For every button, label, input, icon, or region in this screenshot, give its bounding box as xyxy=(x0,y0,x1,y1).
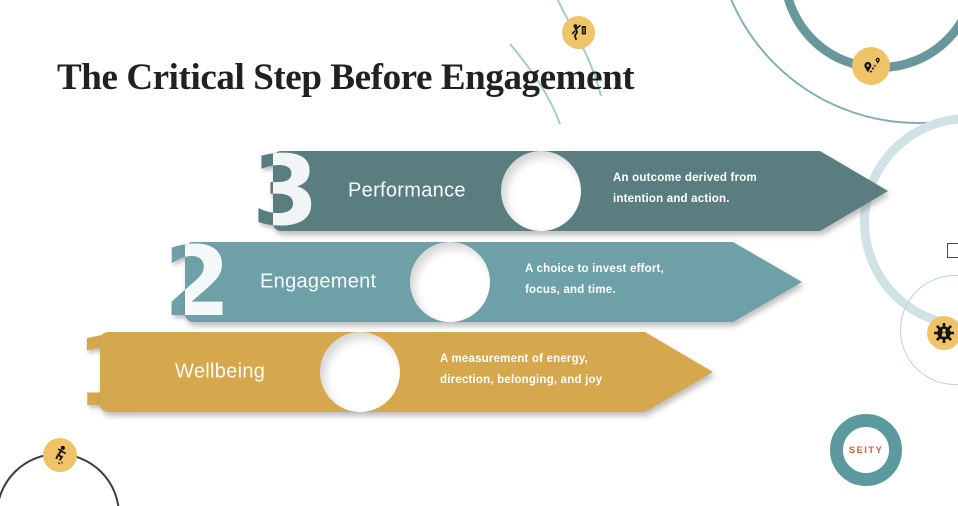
desc-line: direction, belonging, and joy xyxy=(440,374,603,386)
banner-engagement-label: Engagement xyxy=(260,270,377,293)
dart-player-icon xyxy=(562,16,595,49)
seity-logo: SEITY xyxy=(830,414,902,486)
desc-line: An outcome derived from xyxy=(613,172,757,184)
banner-performance-arrow xyxy=(820,151,888,231)
banner-engagement-desc: A choice to invest effort, focus, and ti… xyxy=(525,259,664,301)
banner-performance-circle xyxy=(501,151,581,231)
journey-route-icon xyxy=(852,47,890,85)
banner-wellbeing-label: Wellbeing xyxy=(175,360,266,383)
banner-wellbeing-desc: A measurement of energy, direction, belo… xyxy=(440,349,602,391)
step-number-3-overlay: 3 xyxy=(252,135,319,247)
seity-logo-text: SEITY xyxy=(848,444,884,456)
page-title: The Critical Step Before Engagement xyxy=(57,57,635,98)
banner-engagement-arrow xyxy=(733,242,802,322)
desc-line: A measurement of energy, xyxy=(440,353,588,365)
desc-line: A choice to invest effort, xyxy=(525,263,664,275)
banner-performance-desc: An outcome derived from intention and ac… xyxy=(613,168,757,210)
banner-wellbeing-circle xyxy=(320,332,400,412)
banner-engagement-circle xyxy=(410,242,490,322)
banner-wellbeing: Wellbeing A measurement of energy, direc… xyxy=(100,332,713,412)
step-number-2-overlay: 2 xyxy=(164,226,231,338)
square-outline xyxy=(947,243,958,258)
banner-wellbeing-arrow xyxy=(645,332,713,412)
banner-performance: Performance An outcome derived from inte… xyxy=(273,151,888,231)
sunburst-person-icon xyxy=(927,316,958,350)
desc-line: focus, and time. xyxy=(525,284,616,296)
thin-teal-circle xyxy=(714,0,958,124)
banner-performance-label: Performance xyxy=(348,179,466,202)
jumping-person-icon xyxy=(43,438,77,472)
desc-line: intention and action. xyxy=(613,193,730,205)
banner-engagement: Engagement A choice to invest effort, fo… xyxy=(185,242,802,322)
